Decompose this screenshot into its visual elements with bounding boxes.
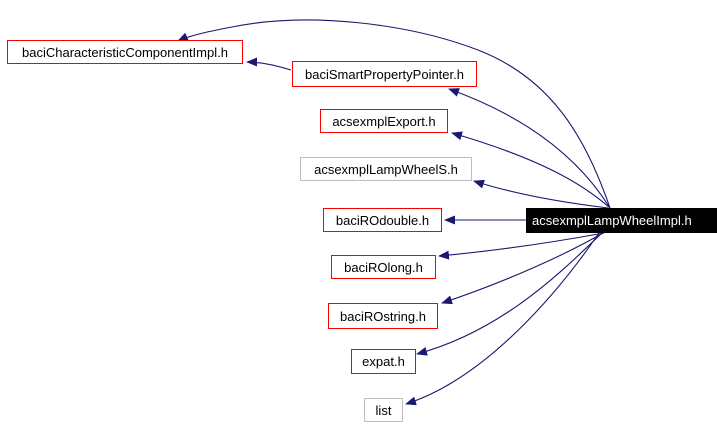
edge-lampwheelimpl-to-expat — [416, 232, 603, 356]
edge-lampwheelimpl-to-export — [451, 131, 611, 209]
edge-lampwheelimpl-to-lampwheels — [473, 179, 609, 209]
node-acsexmpl-lamp-wheel-s-h: acsexmplLampWheelS.h — [300, 157, 472, 181]
node-baci-ro-string-h[interactable]: baciROstring.h — [328, 303, 438, 329]
node-baci-ro-long-h[interactable]: baciROlong.h — [331, 255, 436, 279]
edge-smartpropertypointer-to-characteristiccomponentimpl — [246, 57, 292, 71]
node-baci-smart-property-pointer-h[interactable]: baciSmartPropertyPointer.h — [292, 61, 477, 87]
node-list: list — [364, 398, 403, 422]
node-acsexmpl-export-h[interactable]: acsexmplExport.h — [320, 109, 448, 133]
edge-lampwheelimpl-to-characteristiccomponentimpl — [177, 19, 611, 209]
node-baci-ro-double-h[interactable]: baciROdouble.h — [323, 208, 442, 232]
edge-lampwheelimpl-to-smartpropertypointer — [448, 88, 611, 209]
edge-lampwheelimpl-to-rolong — [438, 232, 605, 260]
edge-lampwheelimpl-to-list — [405, 232, 600, 406]
node-expat-h[interactable]: expat.h — [351, 349, 416, 374]
edge-lampwheelimpl-to-rostring — [441, 232, 604, 305]
node-baci-characteristic-component-impl-h[interactable]: baciCharacteristicComponentImpl.h — [7, 40, 243, 64]
node-acsexmpl-lamp-wheel-impl-h-current: acsexmplLampWheelImpl.h — [526, 208, 717, 233]
